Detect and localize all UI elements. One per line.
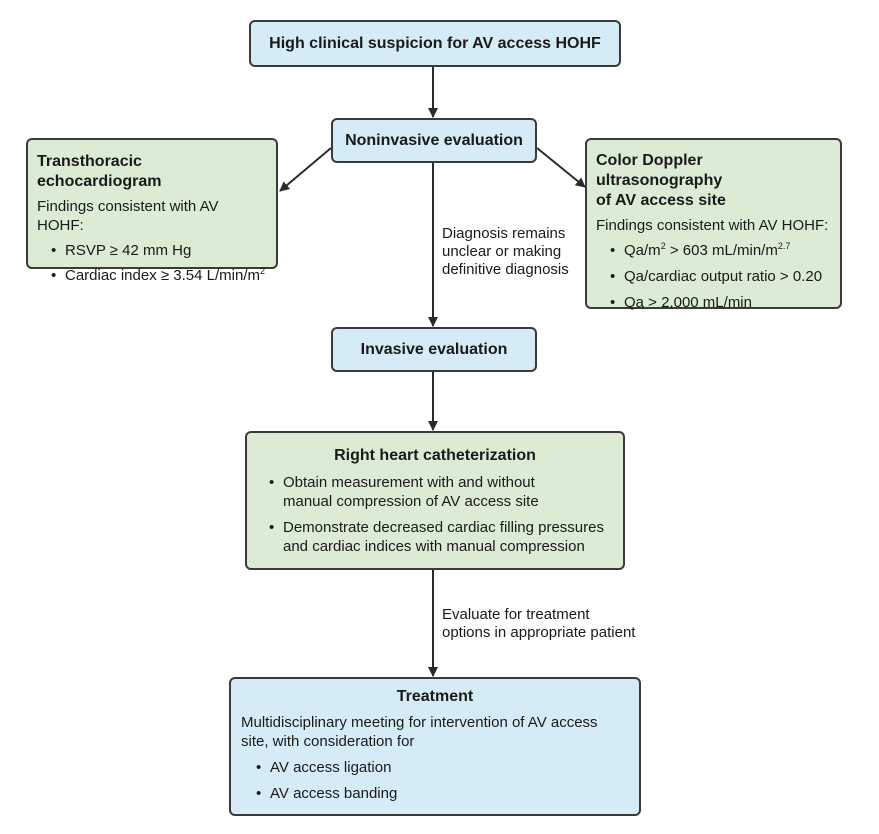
echo-finding-cardiac-index: Cardiac index ≥ 3.54 L/min/m2 bbox=[51, 266, 268, 285]
rhc-step-measurement: Obtain measurement with and without manu… bbox=[269, 473, 613, 511]
echo-subtitle: Findings consistent with AV HOHF: bbox=[37, 198, 219, 234]
note-diagnosis-unclear: Diagnosis remains unclear or making defi… bbox=[442, 225, 569, 278]
echo-findings-list: RSVP ≥ 42 mm Hg Cardiac index ≥ 3.54 L/m… bbox=[51, 241, 268, 285]
rhc-step-demonstrate: Demonstrate decreased cardiac filling pr… bbox=[269, 518, 613, 556]
invasive-box: Invasive evaluation bbox=[331, 327, 537, 372]
treatment-title: Treatment bbox=[396, 688, 474, 705]
rhc-steps-list: Obtain measurement with and without manu… bbox=[269, 473, 613, 556]
invasive-title: Invasive evaluation bbox=[360, 340, 508, 358]
treatment-options-list: AV access ligation AV access banding bbox=[256, 758, 629, 803]
treatment-description: Multidisciplinary meeting for interventi… bbox=[241, 714, 598, 750]
note-evaluate-treatment: Evaluate for treatment options in approp… bbox=[442, 606, 636, 641]
doppler-subtitle: Findings consistent with AV HOHF: bbox=[596, 217, 829, 234]
top-box-title: High clinical suspicion for AV access HO… bbox=[269, 34, 601, 52]
echo-title: Transthoracic echocardiogram bbox=[37, 153, 162, 190]
doppler-title-line2: of AV access site bbox=[596, 192, 726, 209]
noninvasive-box: Noninvasive evaluation bbox=[331, 118, 537, 163]
doppler-box: Color Doppler ultrasonography of AV acce… bbox=[585, 138, 842, 312]
treatment-option-ligation: AV access ligation bbox=[256, 758, 629, 777]
arrow-noninvasive-to-doppler bbox=[536, 147, 586, 188]
rhc-title: Right heart catheterization bbox=[334, 447, 536, 464]
doppler-findings-list: Qa/m2 > 603 mL/min/m2.7 Qa/cardiac outpu… bbox=[610, 241, 832, 312]
doppler-title-line1: Color Doppler ultrasonography bbox=[596, 152, 723, 189]
treatment-option-banding: AV access banding bbox=[256, 784, 629, 803]
doppler-finding-qa: Qa > 2,000 mL/min bbox=[610, 293, 832, 312]
doppler-finding-qa-m2: Qa/m2 > 603 mL/min/m2.7 bbox=[610, 241, 832, 260]
top-box: High clinical suspicion for AV access HO… bbox=[249, 20, 621, 67]
echo-finding-rsvp: RSVP ≥ 42 mm Hg bbox=[51, 241, 268, 260]
noninvasive-title: Noninvasive evaluation bbox=[345, 131, 523, 149]
rhc-box: Right heart catheterization Obtain measu… bbox=[245, 431, 625, 570]
arrow-noninvasive-to-echo bbox=[279, 147, 332, 192]
echo-box: Transthoracic echocardiogram Findings co… bbox=[26, 138, 278, 285]
doppler-finding-ratio: Qa/cardiac output ratio > 0.20 bbox=[610, 267, 832, 286]
treatment-box: Treatment Multidisciplinary meeting for … bbox=[229, 677, 641, 816]
